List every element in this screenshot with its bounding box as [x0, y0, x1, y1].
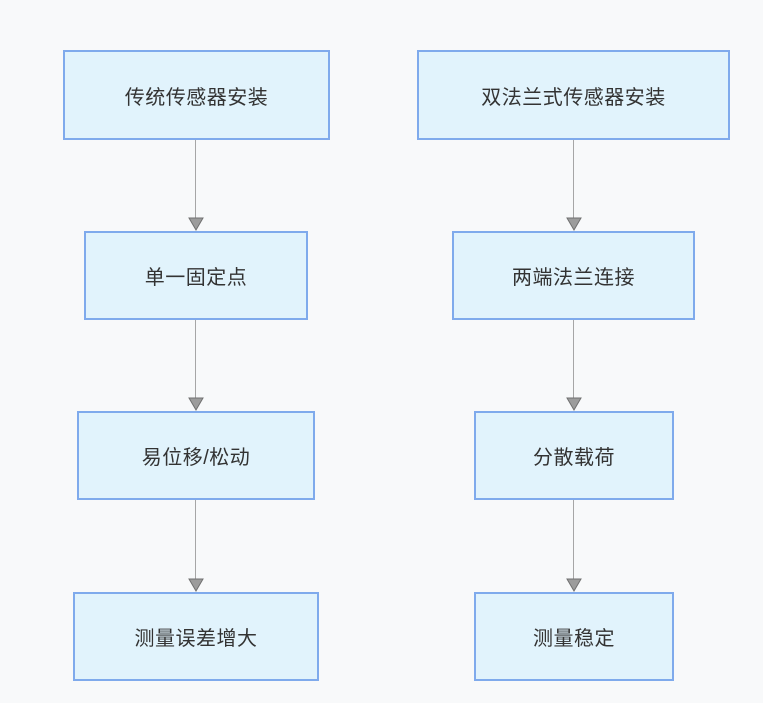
flow-node-label: 易位移/松动: [141, 447, 251, 469]
arrowhead-down-icon: [188, 578, 204, 592]
flow-node-label: 测量误差增大: [134, 628, 258, 650]
flow-arrow-l1: [188, 140, 204, 231]
arrow-shaft: [195, 320, 196, 399]
arrow-shaft: [195, 500, 196, 580]
arrowhead-down-icon: [566, 217, 582, 231]
arrow-shaft: [195, 140, 196, 219]
arrowhead-down-icon: [566, 397, 582, 411]
flow-arrow-r1: [566, 140, 582, 231]
flow-node-label: 单一固定点: [144, 267, 248, 289]
arrow-shaft: [573, 500, 574, 580]
flow-arrow-l3: [188, 500, 204, 592]
flow-node-label: 传统传感器安装: [124, 86, 269, 109]
flow-arrow-l2: [188, 320, 204, 411]
flow-node-both-ends-flange: 两端法兰连接: [452, 231, 695, 320]
flow-node-double-flange-install: 双法兰式传感器安装: [417, 50, 730, 140]
flow-node-label: 双法兰式传感器安装: [481, 86, 666, 109]
flow-node-traditional-install: 传统传感器安装: [63, 50, 330, 140]
arrowhead-down-icon: [188, 397, 204, 411]
flow-arrow-r3: [566, 500, 582, 592]
arrow-shaft: [573, 140, 574, 219]
flow-node-easy-displacement: 易位移/松动: [77, 411, 315, 500]
arrowhead-down-icon: [566, 578, 582, 592]
flow-node-single-fixed-point: 单一固定点: [84, 231, 308, 320]
flow-node-distributed-load: 分散载荷: [474, 411, 674, 500]
flow-node-stable-measurement: 测量稳定: [474, 592, 674, 681]
arrowhead-down-icon: [188, 217, 204, 231]
flow-node-label: 分散载荷: [533, 447, 615, 469]
flow-arrow-r2: [566, 320, 582, 411]
flow-node-label: 两端法兰连接: [512, 267, 635, 289]
arrow-shaft: [573, 320, 574, 399]
flow-node-measurement-error: 测量误差增大: [73, 592, 319, 681]
flow-node-label: 测量稳定: [533, 628, 615, 650]
